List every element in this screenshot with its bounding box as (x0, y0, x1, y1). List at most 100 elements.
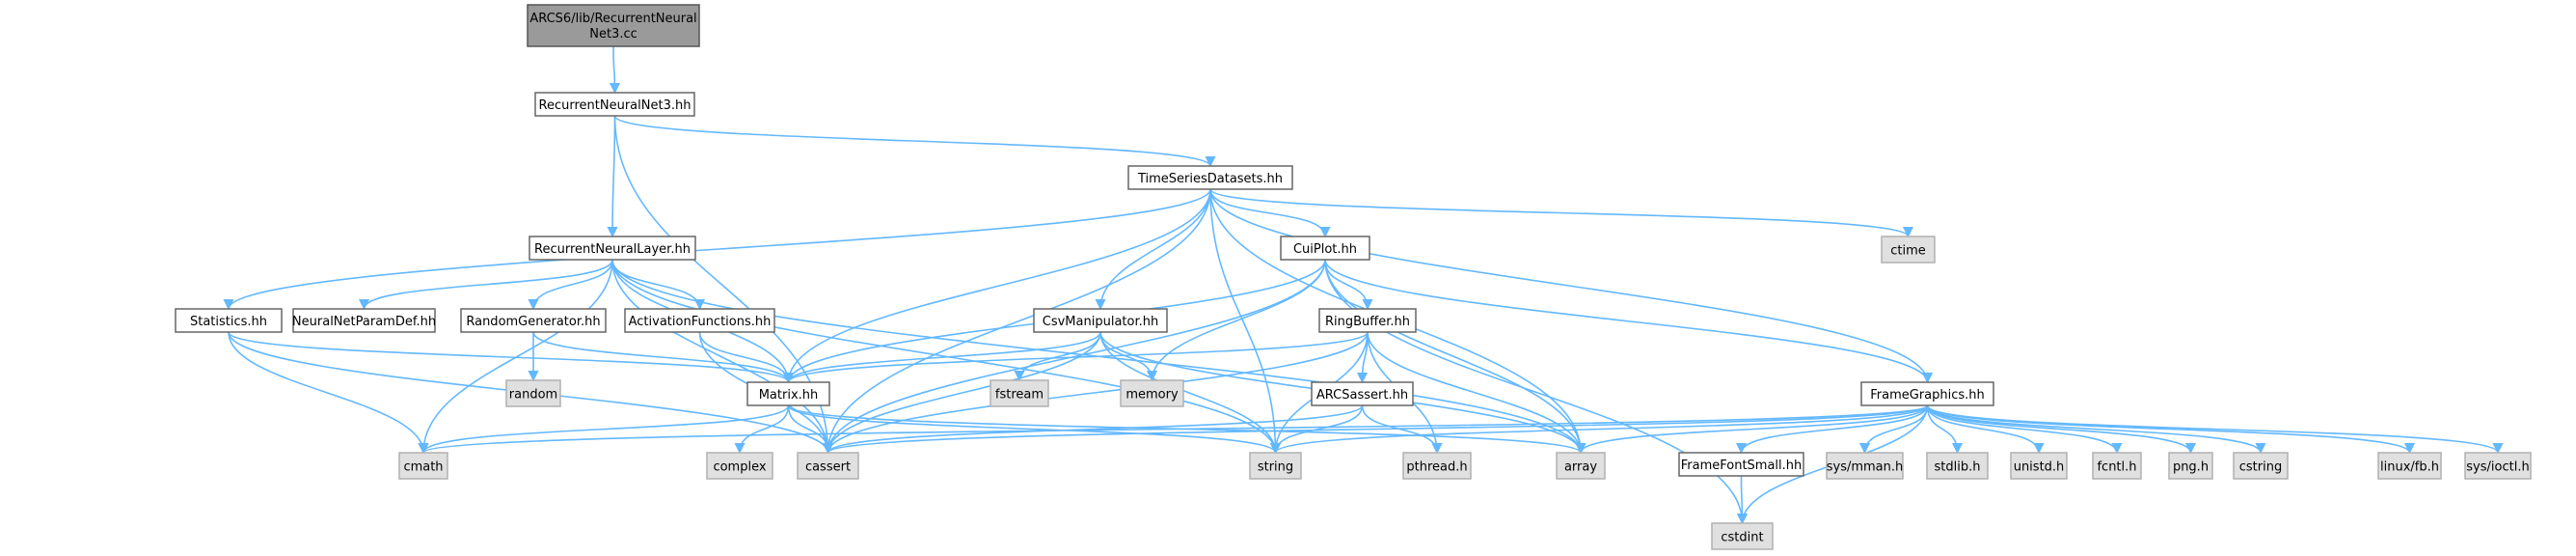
edge-tsd-to-stats (223, 188, 1211, 311)
node-box-pthread (1402, 452, 1472, 480)
edge-cuiplot-to-array (1324, 259, 1586, 455)
node-box-tsd (1127, 165, 1293, 190)
edge-stats-to-matrix (228, 331, 794, 384)
node-arcsassert[interactable]: ARCSassert.hh (1311, 381, 1414, 406)
node-box-stdlib (1926, 452, 1989, 480)
edge-rnn3-to-tsd (613, 115, 1216, 168)
edge-tsd-to-string (1209, 188, 1282, 455)
edge-framegfx-to-cassert (823, 404, 1929, 455)
edge-tsd-to-ctime (1209, 188, 1913, 238)
edge-framegfx-to-stdlib (1926, 404, 1964, 455)
node-matrix[interactable]: Matrix.hh (746, 381, 830, 406)
edge-rnn3-to-rnl (607, 115, 618, 238)
edge-arcsassert-to-cassert (823, 404, 1364, 455)
edge-framegfx-to-ioctl (1926, 404, 2504, 455)
node-stats[interactable]: Statistics.hh (175, 308, 283, 333)
edge-framegfx-to-png (1926, 404, 2197, 455)
node-label-rnn3: RecurrentNeuralNet3.hh (539, 98, 691, 113)
node-label-array: array (1564, 460, 1597, 475)
node-ringbuf[interactable]: RingBuffer.hh (1318, 308, 1417, 333)
node-label-matrix: Matrix.hh (759, 388, 819, 403)
node-label-fstream: fstream (995, 388, 1044, 403)
node-box-randgen (460, 308, 607, 333)
node-label-ioctl: sys/ioctl.h (2466, 460, 2529, 475)
edge-rnl-to-cmath (418, 259, 613, 455)
node-cassert: cassert (797, 452, 859, 480)
node-string: string (1249, 452, 1302, 480)
node-label-tsd: TimeSeriesDatasets.hh (1137, 172, 1283, 186)
node-label-png: png.h (2173, 460, 2209, 475)
node-box-rnl (529, 236, 696, 261)
edge-matrix-to-cmath (418, 404, 790, 455)
edge-ringbuf-to-matrix (783, 331, 1369, 384)
edge-tsd-to-cassert (822, 188, 1211, 455)
node-linuxfb: linux/fb.h (2377, 452, 2442, 480)
node-box-actfn (624, 308, 775, 333)
node-box-cassert (797, 452, 859, 480)
node-label-rnl: RecurrentNeuralLayer.hh (534, 242, 691, 257)
node-randgen[interactable]: RandomGenerator.hh (460, 308, 607, 333)
edge-framegfx-to-cstring (1926, 404, 2266, 455)
edge-rnl-to-cassert (611, 259, 834, 455)
edge-tsd-to-framegfx (1209, 188, 1934, 384)
node-label-actfn: ActivationFunctions.hh (629, 315, 772, 329)
node-label-stats: Statistics.hh (190, 315, 267, 329)
node-ctime: ctime (1881, 236, 1936, 264)
edge-tsd-to-cuiplot (1209, 188, 1331, 238)
node-tsd[interactable]: TimeSeriesDatasets.hh (1127, 165, 1293, 190)
edge-root-to-rnn3 (609, 45, 621, 95)
node-fstream: fstream (990, 379, 1049, 407)
node-random: random (505, 379, 561, 407)
edge-stats-to-cmath (228, 331, 429, 455)
node-box-fontsmall (1678, 452, 1804, 477)
edge-rnl-to-string (611, 259, 1282, 455)
node-box-cstdint (1711, 522, 1774, 550)
root-file-node[interactable]: ARCS6/lib/RecurrentNeural Net3.cc (527, 4, 700, 47)
edge-framegfx-to-cmath (418, 404, 1929, 455)
node-rnn3[interactable]: RecurrentNeuralNet3.hh (534, 92, 695, 117)
node-box-nnparam (292, 308, 436, 333)
node-pthread: pthread.h (1402, 452, 1472, 480)
node-label-framegfx: FrameGraphics.hh (1870, 388, 1985, 403)
node-box-ioctl (2464, 452, 2532, 480)
node-box-cmath (398, 452, 448, 480)
node-cuiplot[interactable]: CuiPlot.hh (1280, 236, 1370, 261)
node-label-randgen: RandomGenerator.hh (466, 315, 600, 329)
node-complex: complex (706, 452, 773, 480)
edge-csv-to-matrix (783, 331, 1101, 384)
node-box-ctime (1881, 236, 1936, 264)
node-box-ringbuf (1318, 308, 1417, 333)
edge-framegfx-to-unistd (1926, 404, 2045, 455)
node-box-rnn3 (534, 92, 695, 117)
node-framegfx[interactable]: FrameGraphics.hh (1860, 381, 1994, 406)
node-nnparam[interactable]: NeuralNetParamDef.hh (292, 308, 436, 333)
node-csv[interactable]: CsvManipulator.hh (1033, 308, 1168, 333)
node-box-memory (1120, 379, 1184, 407)
edge-tsd-to-matrix (782, 188, 1211, 384)
node-label-nnparam: NeuralNetParamDef.hh (292, 315, 436, 329)
node-box-fcntl (2092, 452, 2142, 480)
edge-matrix-to-string (787, 404, 1281, 455)
edge-framegfx-to-array (1575, 404, 1929, 455)
node-memory: memory (1120, 379, 1184, 407)
node-label-arcsassert: ARCSassert.hh (1316, 388, 1408, 403)
edge-ringbuf-to-cassert (823, 331, 1369, 455)
node-label-ringbuf: RingBuffer.hh (1325, 315, 1410, 329)
node-box-mman (1826, 452, 1904, 480)
node-actfn[interactable]: ActivationFunctions.hh (624, 308, 775, 333)
edge-framegfx-to-fontsmall (1735, 404, 1929, 455)
node-box-string (1249, 452, 1302, 480)
node-label-pthread: pthread.h (1406, 460, 1467, 475)
root-file-label-line1: ARCS6/lib/RecurrentNeural (529, 12, 696, 26)
node-fontsmall[interactable]: FrameFontSmall.hh (1678, 452, 1804, 477)
node-rnl[interactable]: RecurrentNeuralLayer.hh (529, 236, 696, 261)
node-box-unistd (2010, 452, 2068, 480)
node-unistd: unistd.h (2010, 452, 2068, 480)
node-label-mman: sys/mman.h (1827, 460, 1904, 475)
node-box-arcsassert (1311, 381, 1414, 406)
node-box-fstream (990, 379, 1049, 407)
node-cmath: cmath (398, 452, 448, 480)
edge-rnl-to-randgen (528, 259, 613, 311)
node-box-cstring (2233, 452, 2289, 480)
node-box-complex (706, 452, 773, 480)
